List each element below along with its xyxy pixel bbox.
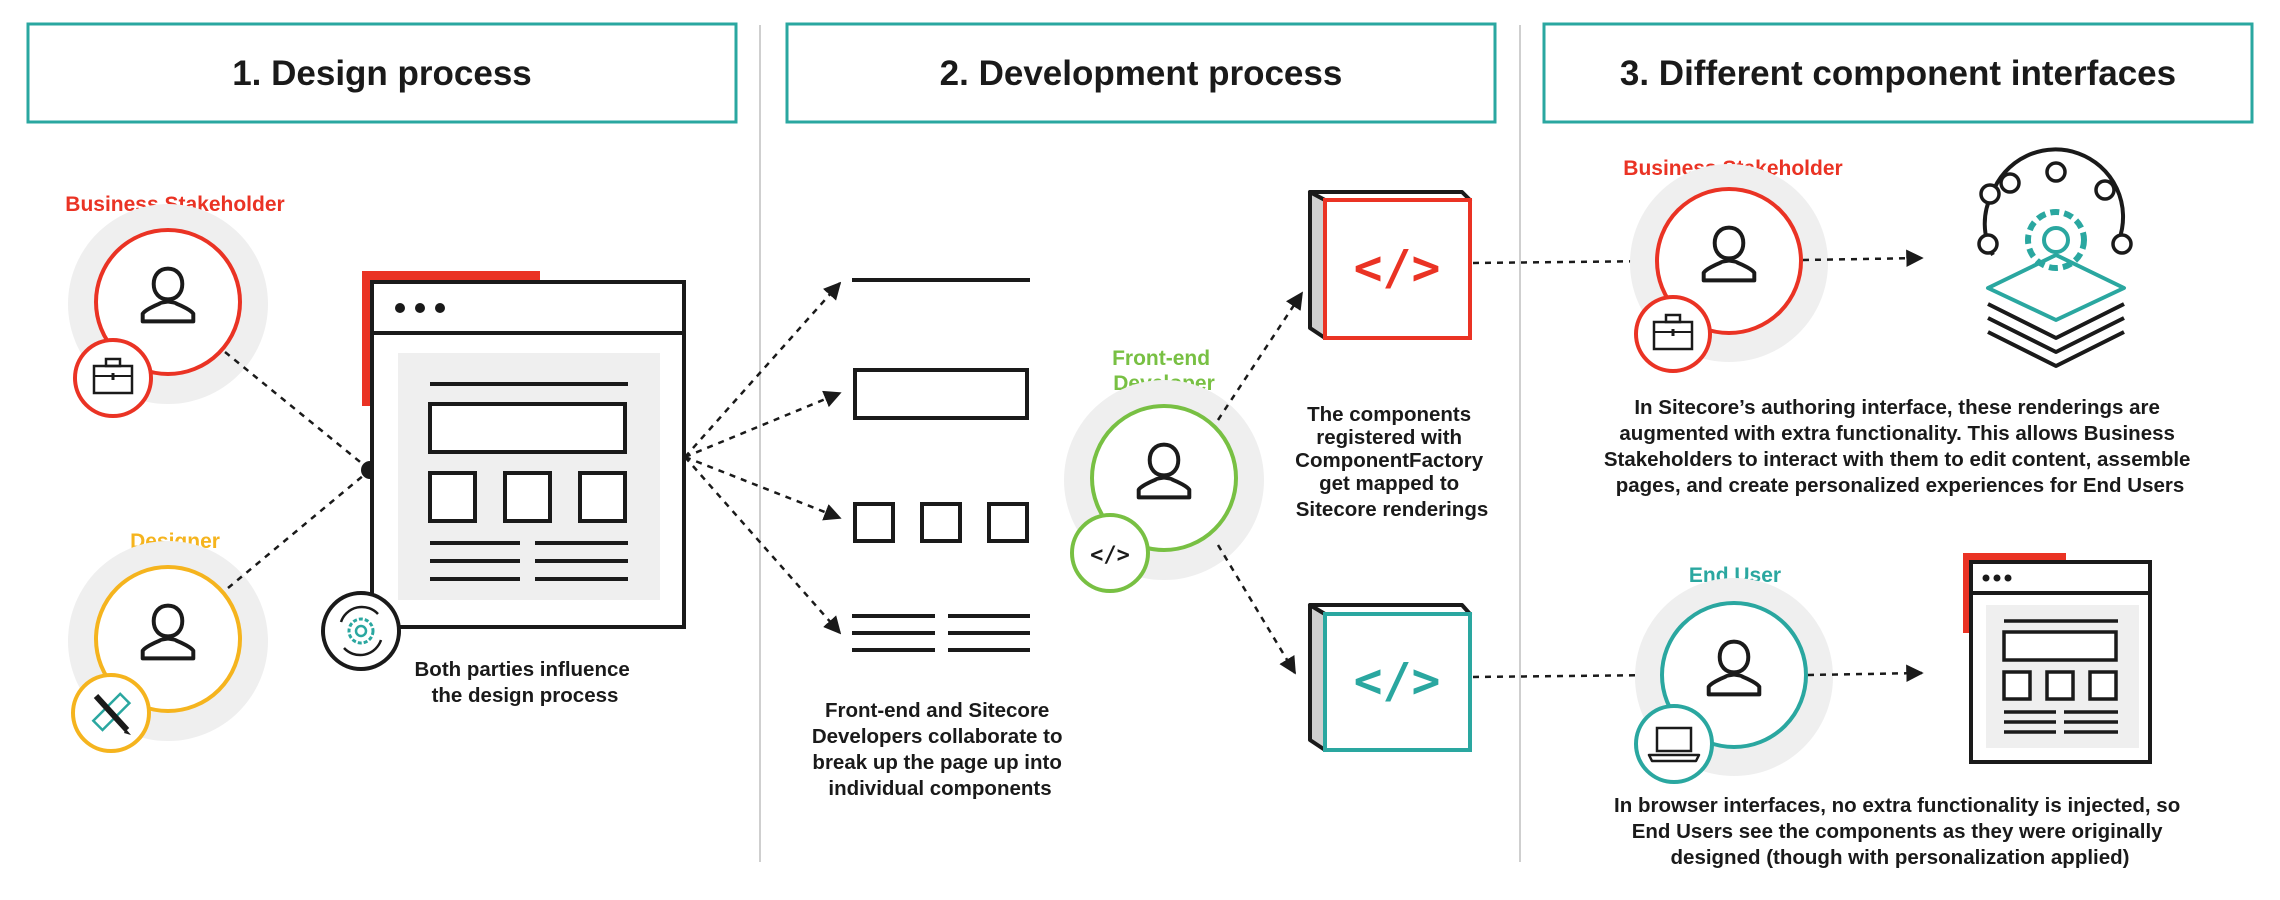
- teal-component-to-enduser-connector: [1472, 673, 1663, 679]
- teal-component-block: </>: [1308, 603, 1472, 752]
- header-interfaces-label: 3. Different component interfaces: [1620, 54, 2176, 93]
- end-user-avatar: [1634, 578, 1833, 784]
- header-interfaces: 3. Different component interfaces: [1542, 22, 2254, 124]
- frontend-developer-avatar: </>: [1064, 380, 1264, 593]
- mapping-caption-line-2: registered with: [1316, 426, 1462, 449]
- authoring-caption-line-1: In Sitecore’s authoring interface, these…: [1634, 396, 2160, 419]
- business-stakeholder-avatar: [68, 204, 268, 418]
- header-design: 1. Design process: [26, 22, 738, 124]
- mapping-caption-line-1: The components: [1307, 403, 1471, 426]
- gear-network-icon: [1977, 147, 2133, 271]
- mapping-caption-line-3: ComponentFactory: [1295, 449, 1484, 472]
- authoring-caption-line-3: Stakeholders to interact with them to ed…: [1604, 448, 2191, 471]
- gear-icon: [321, 591, 401, 671]
- stakeholder-to-authoring-arrow: [1802, 249, 1924, 268]
- business-stakeholder-avatar-2: [1630, 164, 1828, 373]
- red-component-block: </>: [1308, 190, 1472, 340]
- design-caption: Both parties influence the design proces…: [415, 658, 636, 707]
- code-icon: </>: [1070, 513, 1150, 593]
- browser-caption-line-1: In browser interfaces, no extra function…: [1614, 794, 2180, 817]
- design-caption-line-2: the design process: [432, 684, 619, 707]
- briefcase-icon: [73, 338, 153, 418]
- teal-component-code-icon: </>: [1354, 653, 1441, 709]
- code-icon-label: </>: [1090, 543, 1130, 568]
- header-development: 2. Development process: [785, 22, 1497, 124]
- mapping-caption: The components registered with Component…: [1295, 403, 1489, 521]
- development-caption-line-1: Front-end and Sitecore: [825, 699, 1049, 722]
- pencil-ruler-icon: [71, 673, 151, 753]
- designer-to-page-connector: [227, 469, 371, 589]
- fan-out-arrows: [684, 281, 842, 635]
- development-caption: Front-end and Sitecore Developers collab…: [812, 699, 1068, 800]
- briefcase-icon: [1634, 295, 1712, 373]
- development-caption-line-4: individual components: [828, 777, 1051, 800]
- component-pieces: [852, 278, 1030, 652]
- authoring-caption-line-2: augmented with extra functionality. This…: [1619, 422, 2175, 445]
- laptop-icon: [1634, 704, 1714, 784]
- designer-avatar: [68, 541, 268, 753]
- browser-caption: In browser interfaces, no extra function…: [1614, 794, 2186, 869]
- authoring-caption: In Sitecore’s authoring interface, these…: [1604, 396, 2196, 497]
- developer-to-red-component-arrow: [1216, 291, 1304, 421]
- red-component-code-icon: </>: [1354, 240, 1441, 296]
- development-caption-line-3: break up the page up into: [812, 751, 1061, 774]
- header-development-label: 2. Development process: [940, 54, 1343, 93]
- frontend-developer-label-line-1: Front-end: [1112, 347, 1210, 370]
- mapping-caption-line-5: Sitecore renderings: [1296, 498, 1489, 521]
- browser-caption-line-3: designed (though with personalization ap…: [1671, 846, 2130, 869]
- header-design-label: 1. Design process: [232, 54, 532, 93]
- browser-page-wireframe: [1963, 553, 2152, 764]
- design-caption-line-1: Both parties influence: [415, 658, 630, 681]
- stakeholder-to-page-connector: [224, 351, 371, 471]
- development-caption-line-2: Developers collaborate to: [812, 725, 1063, 748]
- mapping-caption-line-4: get mapped to: [1319, 472, 1459, 495]
- authoring-caption-line-4: pages, and create personalized experienc…: [1616, 474, 2185, 497]
- layers-icon: [1986, 253, 2126, 368]
- page-wireframe: [362, 271, 686, 629]
- browser-caption-line-2: End Users see the components as they wer…: [1632, 820, 2163, 843]
- developer-to-teal-component-arrow: [1216, 544, 1297, 675]
